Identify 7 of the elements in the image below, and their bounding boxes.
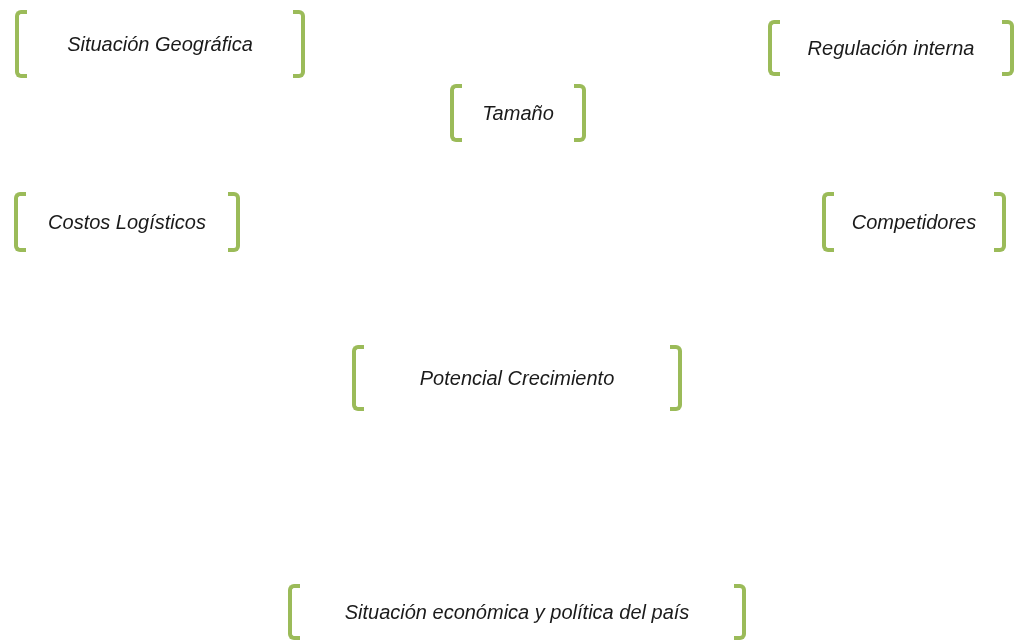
bracketed-label: Situación Geográfica <box>15 10 305 78</box>
bracketed-label: Competidores <box>822 192 1006 252</box>
bracketed-label: Tamaño <box>450 84 586 142</box>
bracketed-label: Costos Logísticos <box>14 192 240 252</box>
bracketed-label: Situación económica y política del país <box>288 584 746 640</box>
bracketed-label: Regulación interna <box>768 20 1014 76</box>
bracketed-label: Potencial Crecimiento <box>352 345 682 411</box>
